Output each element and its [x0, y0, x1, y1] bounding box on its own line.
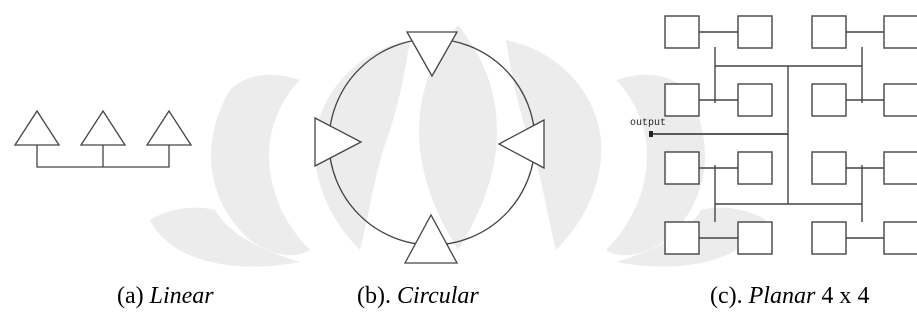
- planar-element-r4-c1: [664, 221, 700, 255]
- linear-element-3: [145, 109, 193, 146]
- planar-array: [649, 15, 917, 255]
- planar-element-r4-c4: [883, 221, 917, 255]
- circular-element-bottom: [403, 213, 459, 264]
- planar-element-r1-c4: [883, 15, 917, 49]
- planar-element-r4-c2: [737, 221, 773, 255]
- planar-element-r1-c3: [811, 15, 847, 49]
- planar-element-r3-c2: [737, 151, 773, 185]
- planar-element-grid: [664, 15, 917, 255]
- planar-element-r3-c4: [883, 151, 917, 185]
- planar-element-r2-c2: [737, 83, 773, 117]
- linear-element-2: [79, 109, 127, 146]
- planar-element-r2-c4: [883, 83, 917, 117]
- caption-planar: (c). Planar 4 x 4: [710, 283, 870, 309]
- planar-element-r1-c2: [737, 15, 773, 49]
- circular-element-right: [497, 118, 545, 170]
- linear-element-1: [13, 109, 61, 146]
- caption-circular: (b). Circular: [357, 283, 479, 309]
- circular-array: [314, 31, 545, 264]
- planar-element-r4-c3: [811, 221, 847, 255]
- planar-element-r1-c1: [664, 15, 700, 49]
- planar-element-r2-c3: [811, 83, 847, 117]
- linear-array: [13, 109, 193, 168]
- watermark-emblem: [150, 25, 766, 267]
- planar-element-r3-c3: [811, 151, 847, 185]
- planar-element-r2-c1: [664, 83, 700, 117]
- caption-linear: (a) Linear: [117, 283, 214, 309]
- output-label: output: [630, 118, 667, 129]
- planar-element-r3-c1: [664, 151, 700, 185]
- circular-element-left: [314, 116, 363, 168]
- circular-element-top: [405, 31, 459, 78]
